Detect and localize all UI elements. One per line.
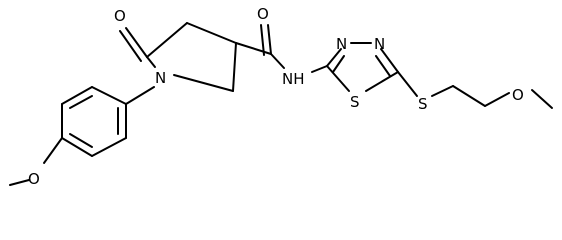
bond-c5-s-thioether — [397, 71, 418, 97]
bond-s-ch2 — [431, 85, 454, 97]
atom-label-o-carbonyl-amide: O — [257, 5, 269, 23]
bond-c-amide-o-b — [260, 24, 265, 56]
atom-label-n-ring: N — [155, 69, 166, 87]
atom-label-s-thioether: S — [418, 95, 428, 113]
bond-o-methoxy-ch3 — [9, 179, 30, 186]
bond-c-amide-nh — [270, 53, 285, 69]
bond-phenyl-inner-b — [69, 133, 93, 148]
atom-label-n-thiadiazole-2: N — [374, 35, 385, 53]
atom-label-n-thiadiazole-1: N — [336, 35, 347, 53]
bond-phenyl-5-6 — [91, 137, 127, 157]
bond-c2-n3 — [326, 48, 342, 67]
atom-label-nh: NH — [282, 70, 305, 88]
bond-c5-c4 — [146, 22, 188, 58]
bond-c5-o-carbonyl-a — [125, 27, 148, 58]
bond-c5-o-carbonyl-b — [119, 30, 142, 62]
bond-c2-n3-inner — [332, 55, 345, 73]
bond-c-amide-o-a — [267, 24, 272, 55]
bond-o-ether-ch3 — [531, 89, 553, 109]
bond-ch2-ch2 — [452, 85, 486, 107]
bond-nh-c2-thiadiazole — [311, 65, 328, 73]
bond-n1-phenyl — [125, 86, 155, 105]
bond-phenyl-2-3 — [61, 86, 93, 105]
bond-phenyl-4-5 — [61, 137, 93, 157]
bond-c5-s1 — [365, 71, 399, 92]
bond-layer — [9, 22, 553, 186]
atom-label-s-ring: S — [350, 93, 360, 111]
bond-c3-c2 — [232, 42, 237, 92]
bond-phenyl-o-methoxy — [43, 137, 63, 164]
atom-label-o-methoxy: O — [28, 170, 40, 188]
bond-n4-c5-inner — [375, 55, 391, 77]
atom-label-o-carbonyl-ring: O — [114, 7, 126, 25]
bond-phenyl-inner-a — [69, 95, 93, 109]
bond-c2-n1 — [173, 74, 234, 92]
bond-c4-c3 — [186, 22, 237, 44]
bond-n1-c5 — [146, 56, 156, 68]
bond-c3-c-amide — [235, 42, 272, 55]
bond-s1-c2 — [326, 65, 350, 92]
molecule-structure-diagram: O O N NH N N S S O O — [9, 5, 553, 188]
atom-label-layer: O O N NH N N S S O O — [28, 5, 524, 188]
bond-n4-c5 — [380, 48, 399, 73]
atom-label-o-ether: O — [512, 86, 524, 104]
bond-phenyl-1-2 — [91, 86, 127, 105]
bond-ch2-o-ether — [484, 92, 510, 107]
